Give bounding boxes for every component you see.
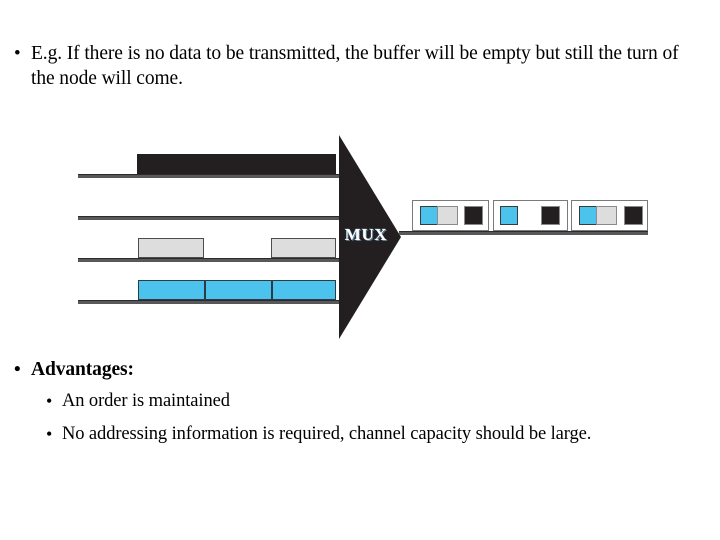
- output-frame-2-cell-black: [541, 206, 560, 225]
- bullet-marker-icon: •: [46, 424, 53, 444]
- channel-line-3: [78, 258, 350, 262]
- advantage-item-2: • No addressing information is required,…: [46, 422, 686, 446]
- output-frame-3-cell-gray: [596, 206, 617, 225]
- channel3-packet-2: [271, 238, 336, 258]
- bullet-marker-icon: •: [14, 43, 21, 64]
- mux-triangle-icon: [339, 135, 401, 339]
- channel1-packet-2: [204, 154, 271, 174]
- output-frame-2-cell-blue: [500, 206, 518, 225]
- advantages-heading: • Advantages:: [14, 357, 414, 382]
- intro-bullet-text: E.g. If there is no data to be transmitt…: [31, 43, 679, 89]
- output-line: [399, 231, 648, 235]
- mux-block: MUX: [339, 135, 401, 340]
- channel4-packet-1: [138, 280, 205, 300]
- output-frame-3-cell-black: [624, 206, 643, 225]
- channel1-packet-3: [271, 154, 336, 174]
- bullet-marker-icon: •: [46, 391, 53, 411]
- bullet-marker-icon: •: [14, 359, 21, 380]
- intro-bullet: • E.g. If there is no data to be transmi…: [14, 41, 704, 91]
- mux-label: MUX: [344, 225, 388, 244]
- advantage-item-2-text: No addressing information is required, c…: [62, 424, 592, 444]
- output-frame-1-cell-black: [464, 206, 483, 225]
- advantages-heading-text: Advantages:: [31, 359, 134, 380]
- channel4-packet-2: [205, 280, 272, 300]
- advantage-item-1: • An order is maintained: [46, 389, 666, 413]
- output-frame-1-cell-gray: [437, 206, 458, 225]
- channel1-packet-1: [137, 154, 204, 174]
- output-frame-3-cell-blue: [579, 206, 597, 225]
- output-frame-3: [571, 200, 648, 231]
- output-frame-1-cell-blue: [420, 206, 438, 225]
- channel3-packet-1: [138, 238, 204, 258]
- output-frame-2: [493, 200, 568, 231]
- channel-line-1: [78, 174, 350, 178]
- channel-line-4: [78, 300, 350, 304]
- channel-line-2: [78, 216, 350, 220]
- channel4-packet-3: [272, 280, 336, 300]
- output-frame-1: [412, 200, 489, 231]
- advantage-item-1-text: An order is maintained: [62, 391, 230, 411]
- mux-diagram: MUX: [0, 130, 720, 350]
